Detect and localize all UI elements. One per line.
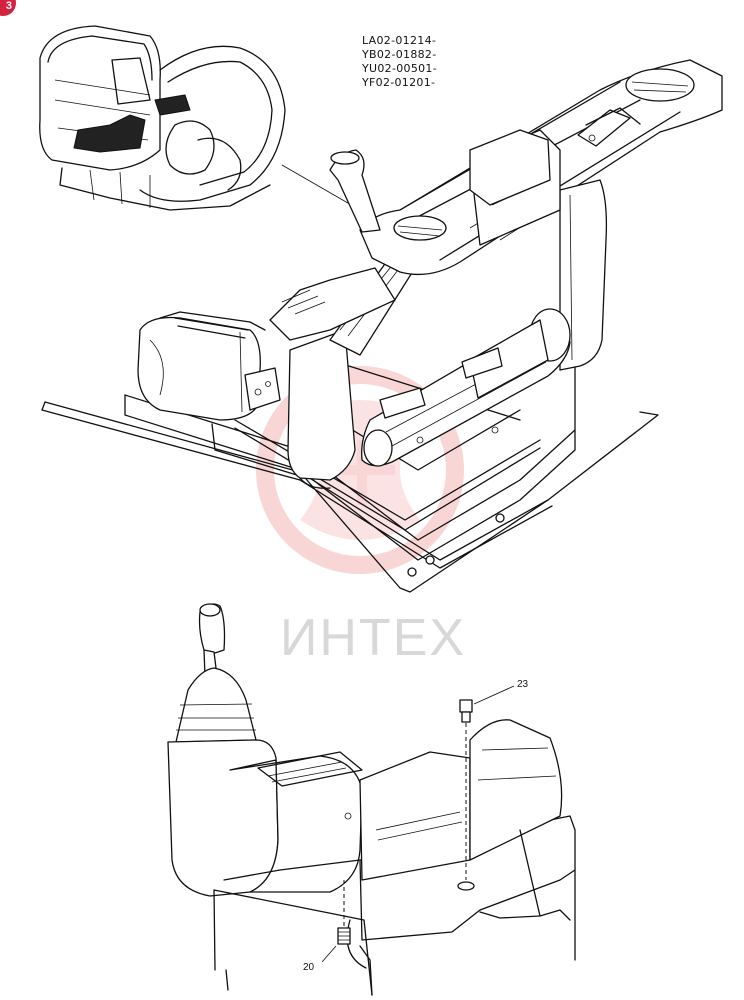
serial-number: YU02-00501- (362, 62, 437, 75)
serial-number: YF02-01201- (362, 76, 436, 89)
serial-number: LA02-01214- (362, 34, 437, 47)
inset-cab-view (39, 25, 286, 211)
page-badge: 3 (0, 0, 16, 16)
upper-assembly (41, 59, 723, 593)
serial-number: YB02-01882- (362, 48, 437, 61)
callout-20: 20 (303, 962, 315, 973)
bolt-23-icon (459, 699, 473, 713)
callout-23: 23 (517, 679, 529, 690)
lower-assembly (167, 603, 576, 996)
watermark-text: ИНТЕХ (280, 609, 467, 667)
page-badge-number: 3 (5, 0, 12, 12)
serial-number-list: LA02-01214- YB02-01882- YU02-00501- YF02… (362, 34, 437, 90)
leader-line (281, 164, 361, 211)
